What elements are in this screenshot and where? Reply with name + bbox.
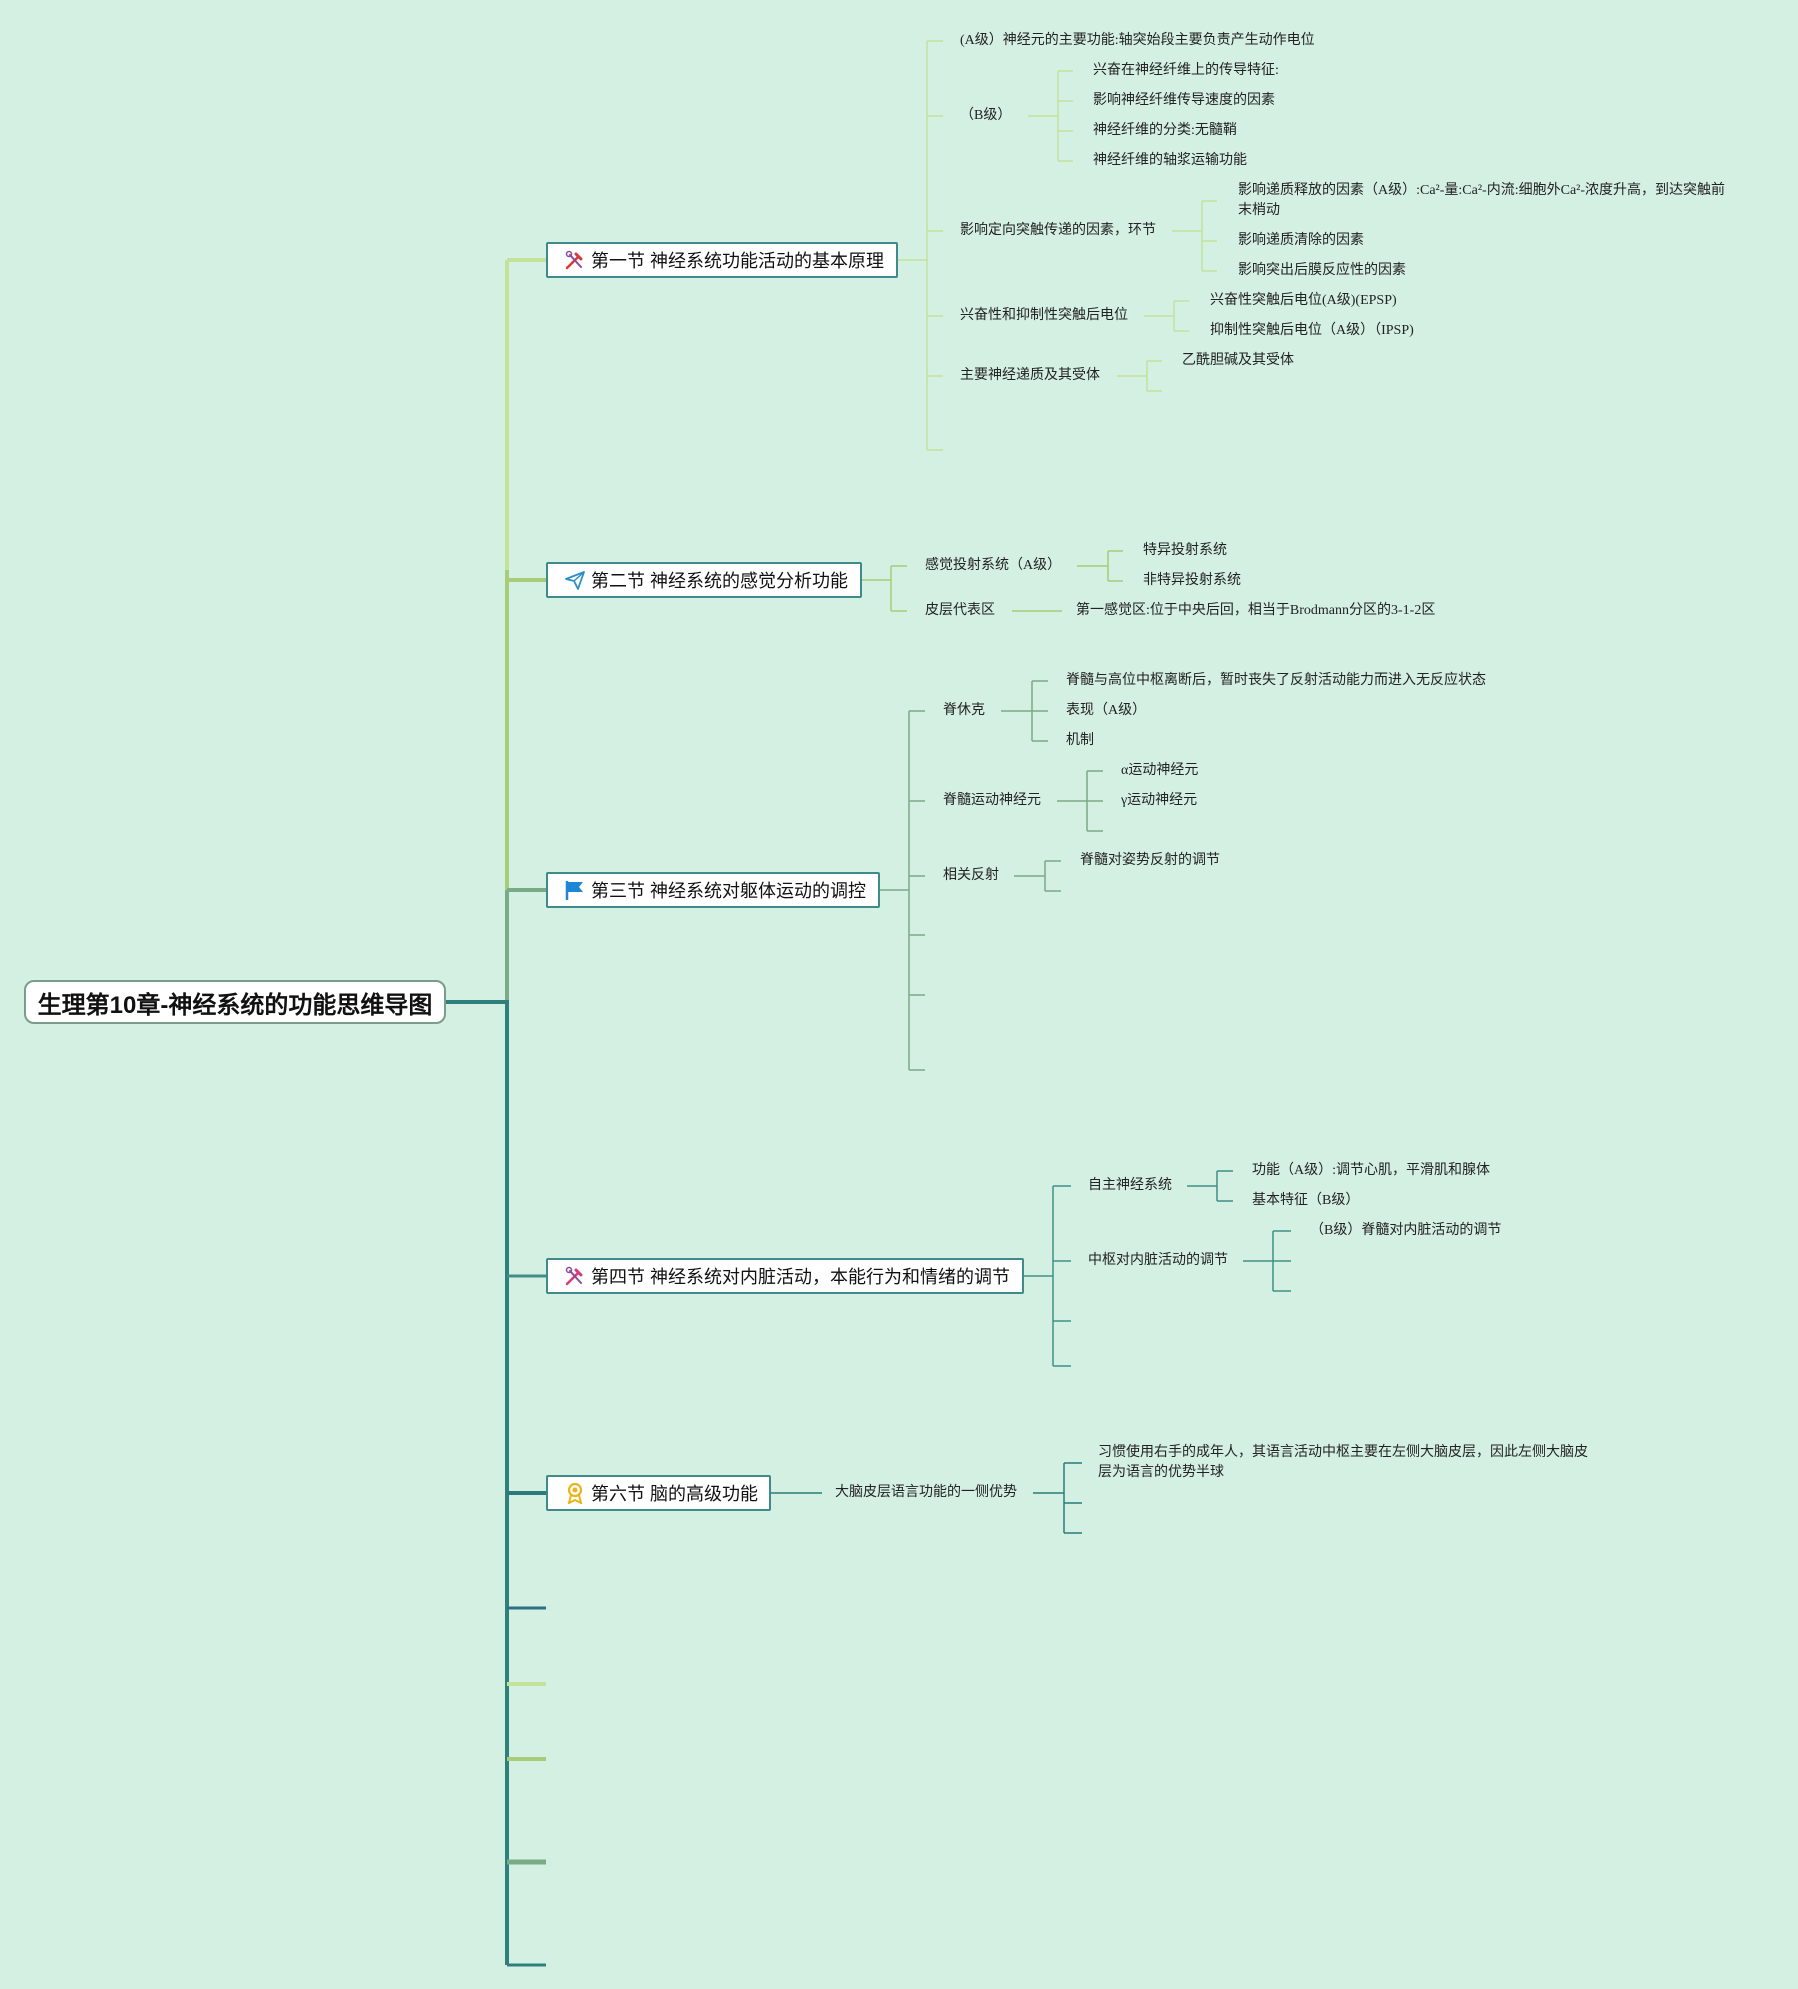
s2-node-nonspecific-projection[interactable]: 非特异投射系统 bbox=[1143, 573, 1241, 588]
s1-node-clearance-factors[interactable]: 影响递质清除的因素 bbox=[1238, 233, 1364, 248]
s1-node-postsynaptic-potentials[interactable]: 兴奋性和抑制性突触后电位 bbox=[960, 308, 1128, 323]
s2-node-first-sensory-area[interactable]: 第一感觉区:位于中央后回，相当于Brodmann分区的3-1-2区 bbox=[1076, 603, 1436, 618]
s4-node-basic-features[interactable]: 基本特征（B级） bbox=[1252, 1193, 1360, 1208]
section-3-title: 第三节 神经系统对躯体运动的调控 bbox=[591, 881, 866, 901]
s3-node-shock-manifestation[interactable]: 表现（A级） bbox=[1066, 703, 1147, 718]
s3-node-spinal-shock[interactable]: 脊休克 bbox=[943, 703, 985, 718]
s6-node-language-dominance[interactable]: 大脑皮层语言功能的一侧优势 bbox=[835, 1485, 1017, 1500]
s1-node-neuron-function[interactable]: (A级）神经元的主要功能:轴突始段主要负责产生动作电位 bbox=[960, 33, 1315, 48]
s4-node-autonomic-function[interactable]: 功能（A级）:调节心肌，平滑肌和腺体 bbox=[1252, 1163, 1490, 1178]
s1-node-conduction-features[interactable]: 兴奋在神经纤维上的传导特征: bbox=[1093, 63, 1279, 78]
s1-node-synaptic-factors[interactable]: 影响定向突触传递的因素，环节 bbox=[960, 223, 1156, 238]
section-6-title: 第六节 脑的高级功能 bbox=[591, 1484, 759, 1504]
tools-icon bbox=[564, 249, 586, 271]
s1-node-epsp[interactable]: 兴奋性突触后电位(A级)(EPSP) bbox=[1210, 293, 1397, 308]
s3-node-postural-reflex[interactable]: 脊髓对姿势反射的调节 bbox=[1080, 853, 1220, 868]
s2-node-cortical-area[interactable]: 皮层代表区 bbox=[925, 603, 995, 618]
root-topic[interactable]: 生理第10章-神经系统的功能思维导图 bbox=[24, 980, 446, 1024]
s4-node-spinal-visceral[interactable]: （B级）脊髓对内脏活动的调节 bbox=[1310, 1223, 1502, 1238]
s6-node-language-hemisphere[interactable]: 习惯使用右手的成年人，其语言活动中枢主要在左侧大脑皮层，因此左侧大脑皮层为语言的… bbox=[1098, 1445, 1588, 1480]
s4-node-autonomic-system[interactable]: 自主神经系统 bbox=[1088, 1178, 1172, 1193]
section-4-title: 第四节 神经系统对内脏活动，本能行为和情绪的调节 bbox=[591, 1267, 1010, 1287]
section-2-topic[interactable]: 第二节 神经系统的感觉分析功能 bbox=[546, 562, 862, 598]
s2-node-sensory-projection[interactable]: 感觉投射系统（A级） bbox=[925, 558, 1062, 573]
s1-node-neurotransmitters[interactable]: 主要神经递质及其受体 bbox=[960, 368, 1100, 383]
s3-node-related-reflex[interactable]: 相关反射 bbox=[943, 868, 999, 883]
section-1-title: 第一节 神经系统功能活动的基本原理 bbox=[591, 251, 884, 271]
section-6-topic[interactable]: 第六节 脑的高级功能 bbox=[546, 1475, 771, 1511]
award-icon bbox=[564, 1482, 586, 1504]
s1-node-release-factors[interactable]: 影响递质释放的因素（A级）:Ca²-量:Ca²-内流:细胞外Ca²-浓度升高，到… bbox=[1238, 183, 1726, 218]
paper-plane-icon bbox=[564, 569, 586, 591]
s1-node-ipsp[interactable]: 抑制性突触后电位（A级）（IPSP) bbox=[1210, 323, 1414, 338]
section-3-topic[interactable]: 第三节 神经系统对躯体运动的调控 bbox=[546, 872, 880, 908]
section-2-title: 第二节 神经系统的感觉分析功能 bbox=[591, 571, 848, 591]
s1-node-acetylcholine[interactable]: 乙酰胆碱及其受体 bbox=[1182, 353, 1294, 368]
section-1-topic[interactable]: 第一节 神经系统功能活动的基本原理 bbox=[546, 242, 898, 278]
s1-node-axoplasmic-transport[interactable]: 神经纤维的轴浆运输功能 bbox=[1093, 153, 1247, 168]
tools-icon bbox=[564, 1265, 586, 1287]
section-4-topic[interactable]: 第四节 神经系统对内脏活动，本能行为和情绪的调节 bbox=[546, 1258, 1024, 1294]
s4-node-central-regulation[interactable]: 中枢对内脏活动的调节 bbox=[1088, 1253, 1228, 1268]
s3-node-shock-definition[interactable]: 脊髓与高位中枢离断后，暂时丧失了反射活动能力而进入无反应状态 bbox=[1066, 673, 1486, 688]
s1-node-fiber-classification[interactable]: 神经纤维的分类:无髓鞘 bbox=[1093, 123, 1237, 138]
flag-icon bbox=[564, 879, 586, 901]
s3-node-gamma-motor-neuron[interactable]: γ运动神经元 bbox=[1121, 793, 1198, 808]
s3-node-alpha-motor-neuron[interactable]: α运动神经元 bbox=[1121, 763, 1199, 778]
s2-node-specific-projection[interactable]: 特异投射系统 bbox=[1143, 543, 1227, 558]
s1-node-postsynaptic-reactivity[interactable]: 影响突出后膜反应性的因素 bbox=[1238, 263, 1406, 278]
s1-node-level-b[interactable]: （B级） bbox=[960, 108, 1012, 123]
s1-node-conduction-speed[interactable]: 影响神经纤维传导速度的因素 bbox=[1093, 93, 1275, 108]
s3-node-motor-neurons[interactable]: 脊髓运动神经元 bbox=[943, 793, 1041, 808]
s3-node-shock-mechanism[interactable]: 机制 bbox=[1066, 733, 1094, 748]
